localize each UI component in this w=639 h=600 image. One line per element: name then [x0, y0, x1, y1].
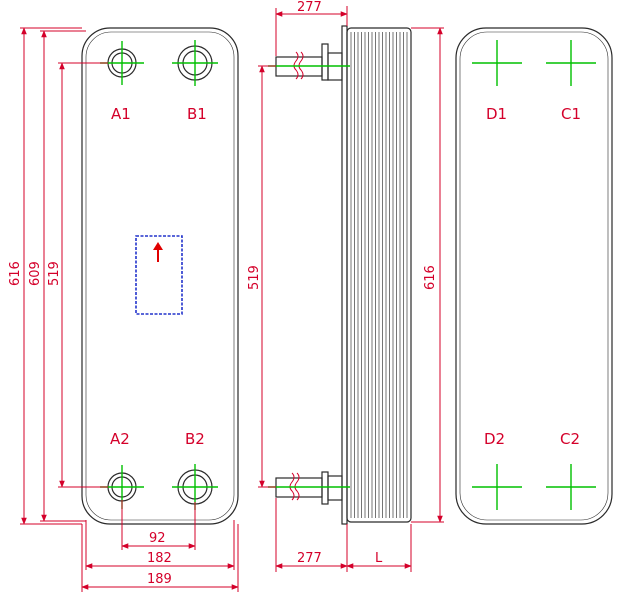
dim-609	[40, 30, 86, 522]
side-plate-pack	[346, 27, 412, 523]
side-front-plate	[341, 25, 348, 525]
port-label-c2: C2	[560, 430, 580, 448]
dim-519-front	[58, 62, 108, 488]
dim-label-609: 609	[28, 261, 43, 286]
label-area-box	[135, 235, 183, 315]
position-mark-d2	[472, 464, 522, 510]
port-b1	[172, 40, 218, 86]
back-view: D1 C1 D2 C2	[455, 27, 613, 525]
dim-label-277-bottom: 277	[297, 551, 322, 566]
front-plate-outline	[81, 27, 239, 525]
dim-616-front	[20, 27, 82, 525]
arrow-up-icon	[153, 242, 163, 262]
dim-92	[121, 500, 196, 550]
dim-519-side	[258, 65, 276, 488]
port-label-b2: B2	[185, 430, 205, 448]
port-label-c1: C1	[561, 105, 581, 123]
back-plate-inner-outline	[459, 31, 609, 521]
dim-label-l: L	[375, 551, 383, 566]
dim-label-519-side: 519	[247, 265, 262, 290]
port-label-b1: B1	[187, 105, 207, 123]
dim-label-616-side: 616	[423, 265, 438, 290]
front-plate-inner-outline	[85, 31, 235, 521]
connection-top	[268, 43, 350, 81]
dim-label-92: 92	[149, 531, 166, 546]
position-mark-c2	[546, 464, 596, 510]
dim-616-side	[411, 27, 444, 523]
connection-bottom	[268, 471, 350, 505]
back-plate-outline	[455, 27, 613, 525]
dim-182	[85, 520, 235, 570]
port-b2	[172, 464, 218, 510]
port-label-d2: D2	[484, 430, 505, 448]
dim-l	[346, 524, 412, 572]
dim-label-189: 189	[147, 572, 172, 587]
port-label-a2: A2	[110, 430, 130, 448]
position-mark-c1	[546, 40, 596, 86]
dim-label-519-front: 519	[47, 261, 62, 286]
dim-label-182: 182	[147, 551, 172, 566]
port-label-d1: D1	[486, 105, 507, 123]
side-view: 277 519 616 277 L	[247, 0, 444, 572]
dim-189	[81, 524, 239, 592]
port-a1	[100, 41, 144, 85]
plate-fins	[350, 32, 408, 518]
front-view: A1 B1 A2 B2 616 609 519	[8, 27, 239, 592]
dim-label-616-front: 616	[8, 261, 23, 286]
port-label-a1: A1	[111, 105, 131, 123]
dim-label-277-top: 277	[297, 0, 322, 15]
position-mark-d1	[472, 40, 522, 86]
dim-277-top	[275, 6, 348, 56]
